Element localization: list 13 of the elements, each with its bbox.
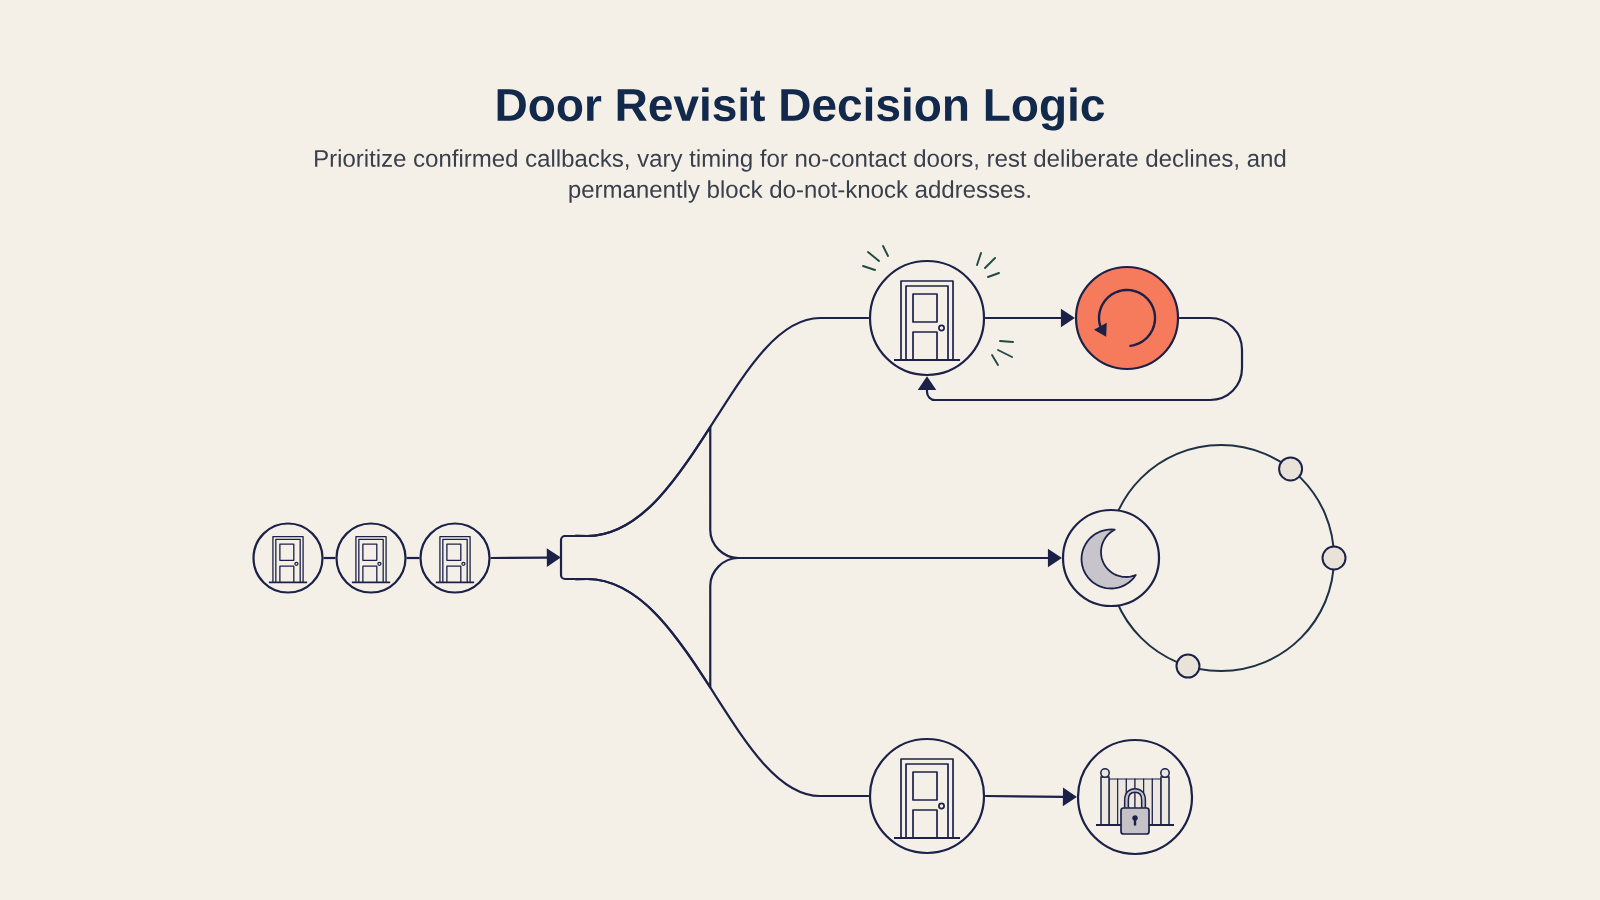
funnel-mouth (559, 534, 575, 581)
heading: Door Revisit Decision Logic (497, 87, 1105, 131)
connector-line (406, 556, 420, 560)
icon-circle (1074, 265, 1180, 371)
icon-circle (868, 737, 986, 855)
icon-circle (419, 522, 491, 594)
icon-circle (335, 522, 407, 594)
connector-line (575, 577, 869, 798)
subtitle: Prioritize confirmed callbacks, vary timing for no-contact doors, rest deliberate declines, and permanently block do-not-knock addresses. (315, 149, 1286, 203)
connector-line (323, 556, 336, 560)
icon-circle (868, 259, 986, 377)
arrow (917, 316, 1244, 402)
icon-circle (252, 522, 324, 594)
